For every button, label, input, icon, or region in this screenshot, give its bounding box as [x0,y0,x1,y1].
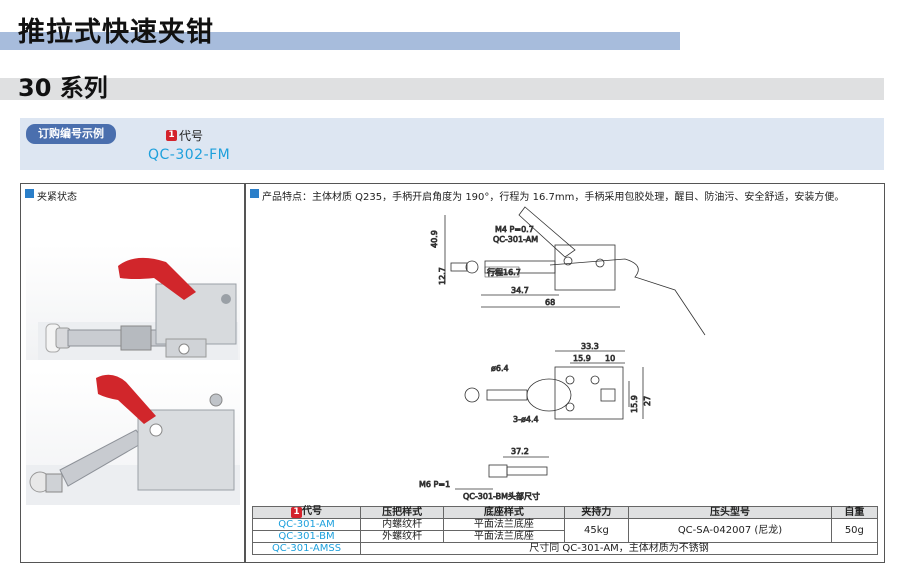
base-cell: 平面法兰底座 [443,518,565,531]
dim-h1: 15.9 [630,395,639,413]
base-cell: 平面法兰底座 [443,530,565,543]
label-thread: M4 P=0.7 [495,225,534,234]
clamp-state-title: 夹紧状态 [37,192,77,203]
dim-dia: ø6.4 [491,364,509,373]
model-cell: QC-301-BM [252,530,361,543]
code-value: QC-302-FM [148,147,231,163]
handle-cell: 外螺纹杆 [359,530,445,543]
col-force: 夹持力 [563,506,630,519]
product-features-panel: 产品特点：主体材质 Q235，手柄开启角度为 190°，行程为 16.7mm，手… [245,183,885,563]
features-heading: 产品特点：主体材质 Q235，手柄开启角度为 190°，行程为 16.7mm，手… [250,188,844,203]
order-example-box [20,118,884,170]
square-bullet-icon [250,189,259,198]
model-cell: QC-301-AMSS [252,542,361,555]
series-title: 30 系列 [18,74,108,102]
force-cell: 45kg [563,518,630,543]
features-text: 产品特点：主体材质 Q235，手柄开启角度为 190°，行程为 16.7mm，手… [262,192,845,203]
head-model-cell: QC-SA-042007 (尼龙) [628,518,832,543]
col-weight: 自重 [830,506,879,519]
weight-cell: 50g [830,518,879,543]
dim-h-total: 40.9 [430,230,439,248]
number-badge-icon: 1 [291,507,302,518]
handle-cell: 内螺纹杆 [359,518,445,531]
code-label-text: 代号 [179,129,204,143]
title-band [0,32,680,50]
stroke-label: 行程16.7 [487,267,521,277]
note-cell: 尺寸同 QC-301-AM，主体材质为不锈钢 [360,542,878,555]
product-photo-open [26,370,240,505]
model-cell: QC-301-AM [252,518,361,531]
table-row: QC-301-AM 内螺纹杆 平面法兰底座 45kg QC-SA-042007 … [252,518,879,543]
col-head-model: 压头型号 [628,506,832,519]
number-badge-icon: 1 [166,130,177,141]
dim-h-small: 12.7 [438,267,447,285]
dimension-drawing: 40.9 12.7 M4 P=0.7 QC-301-AM 行程16.7 34.7… [415,195,715,505]
dim-w3: 10 [605,354,615,363]
dim-h2: 27 [643,396,652,406]
label-model: QC-301-AM [493,235,538,244]
table-row: QC-301-BM 外螺纹杆 平面法兰底座 [252,530,878,543]
square-bullet-icon [25,189,34,198]
dim-len2: 68 [545,298,555,307]
label-head-thread: M6 P=1 [419,480,450,489]
dim-w1: 33.3 [581,342,599,351]
dim-holes: 3-ø4.4 [513,415,539,424]
code-label: 1 代号 [166,127,203,144]
dim-len1: 34.7 [511,286,529,295]
series-band [0,78,884,100]
title-bar: 推拉式快速夹钳 [0,0,680,50]
col-base: 底座样式 [443,506,565,519]
table-row: QC-301-AMSS 尺寸同 QC-301-AM，主体材质为不锈钢 [252,542,878,555]
dim-w2: 15.9 [573,354,591,363]
dim-head-len: 37.2 [511,447,529,456]
head-caption: QC-301-BM头部尺寸 [463,491,540,501]
clamp-state-heading: 夹紧状态 [25,188,77,203]
page-title: 推拉式快速夹钳 [18,17,214,48]
product-photo-closed [26,244,240,360]
col-handle: 压把样式 [359,506,445,519]
order-example-tag: 订购编号示例 [26,124,116,144]
clamp-state-panel: 夹紧状态 [20,183,245,563]
